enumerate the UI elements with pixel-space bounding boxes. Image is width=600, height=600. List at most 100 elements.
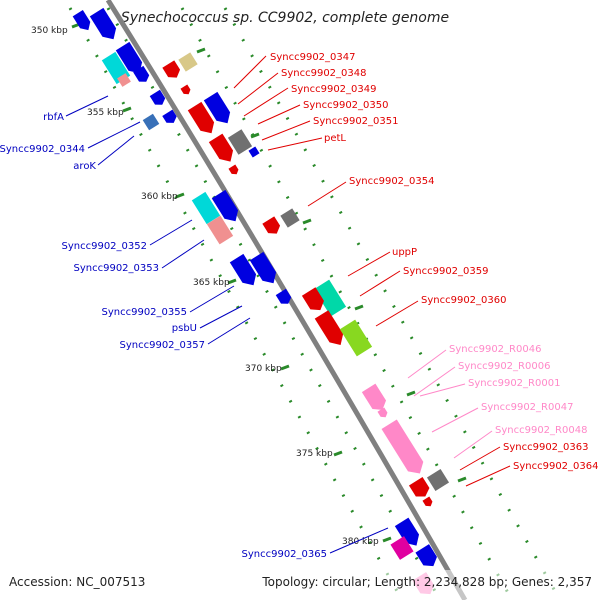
label-aroK[interactable]: aroK — [73, 161, 96, 172]
tick-right-2 — [250, 132, 260, 139]
label-R0048[interactable]: Syncc9902_R0048 — [495, 425, 587, 436]
leader-aroK — [97, 135, 135, 166]
label-psbU[interactable]: psbU — [172, 323, 197, 334]
map-title: Synechococcus sp. CC9902, complete genom… — [121, 10, 449, 26]
tick-375 — [333, 450, 343, 457]
leader-petL — [267, 137, 323, 151]
gene-feature-left-6[interactable] — [133, 65, 151, 85]
gene-feature-petL-b[interactable] — [248, 146, 260, 158]
tick-365 — [227, 278, 237, 285]
label-rbfA[interactable]: rbfA — [43, 112, 64, 123]
gene-feature-uppP[interactable] — [313, 279, 347, 317]
gene-feature-0364b[interactable] — [422, 496, 434, 508]
kbp-label-350: 350 kbp — [31, 26, 68, 36]
label-0365[interactable]: Syncc9902_0365 — [242, 549, 328, 560]
gene-feature-0351[interactable] — [187, 101, 219, 138]
gene-feature-left-3[interactable] — [115, 41, 147, 78]
label-0364[interactable]: Syncc9902_0364 — [513, 461, 599, 472]
gene-feature-0364[interactable] — [426, 468, 450, 492]
gene-feature-rbfA[interactable] — [149, 89, 168, 108]
leader-rbfA — [65, 95, 109, 117]
tick-360 — [175, 192, 185, 199]
guide-track-outer-left — [68, 7, 404, 600]
kbp-label-380: 380 kbp — [342, 537, 379, 547]
gene-feature-0354[interactable] — [262, 216, 282, 237]
label-0344[interactable]: Syncc9902_0344 — [0, 144, 85, 155]
gene-feature-0353[interactable] — [206, 215, 234, 245]
kbp-label-370: 370 kbp — [245, 364, 282, 374]
label-petL[interactable]: petL — [324, 133, 346, 144]
label-0355[interactable]: Syncc9902_0355 — [102, 307, 188, 318]
gene-feature-0365[interactable] — [394, 517, 423, 550]
label-0351[interactable]: Syncc9902_0351 — [313, 116, 399, 127]
label-0363[interactable]: Syncc9902_0363 — [503, 442, 589, 453]
gene-feature-0347[interactable] — [178, 52, 198, 72]
gene-feature-left-2[interactable] — [72, 10, 94, 33]
leader-uppP — [347, 251, 391, 277]
leader-0364 — [465, 465, 511, 487]
leader-R0001 — [419, 383, 466, 397]
gene-feature-R0047[interactable] — [381, 419, 428, 478]
reverse-strand-features — [72, 7, 440, 595]
label-0347[interactable]: Syncc9902_0347 — [270, 52, 356, 63]
gene-feature-0352b[interactable] — [191, 191, 221, 225]
rna-labels: Syncc9902_R0046 Syncc9902_R0006 Syncc990… — [449, 344, 587, 436]
label-R0047[interactable]: Syncc9902_R0047 — [481, 402, 573, 413]
gene-feature-R0006[interactable] — [377, 407, 389, 419]
label-0352[interactable]: Syncc9902_0352 — [62, 241, 148, 252]
gene-feature-small-red[interactable] — [228, 164, 240, 176]
label-0354[interactable]: Syncc9902_0354 — [349, 176, 435, 187]
gene-feature-R0046[interactable] — [361, 383, 389, 415]
leader-0349 — [243, 87, 289, 117]
gene-feature-0348[interactable] — [162, 60, 182, 81]
leader-0354 — [307, 181, 347, 207]
label-0353[interactable]: Syncc9902_0353 — [74, 263, 160, 274]
gene-feature-pink-left[interactable] — [390, 536, 414, 560]
label-R0001[interactable]: Syncc9902_R0001 — [468, 378, 560, 389]
gene-feature-aroK[interactable] — [162, 109, 179, 127]
kbp-label-355: 355 kbp — [87, 108, 124, 118]
tick-right-3 — [302, 218, 312, 225]
label-R0046[interactable]: Syncc9902_R0046 — [449, 344, 541, 355]
tick-370 — [280, 364, 290, 371]
gene-feature-0351b[interactable] — [208, 133, 237, 166]
label-0348[interactable]: Syncc9902_0348 — [281, 68, 367, 79]
tick-right-5 — [406, 390, 416, 397]
gene-feature-0360b[interactable] — [339, 319, 373, 357]
leader-psbU — [199, 305, 243, 329]
tick-355 — [122, 106, 132, 113]
kbp-label-375: 375 kbp — [296, 449, 333, 459]
reverse-labels: rbfA Syncc9902_0344 aroK Syncc9902_0352 … — [0, 112, 327, 560]
gene-feature-psbU[interactable] — [229, 253, 261, 290]
label-0357[interactable]: Syncc9902_0357 — [120, 340, 206, 351]
reverse-leaders — [65, 95, 389, 554]
gene-feature-0360[interactable] — [314, 310, 348, 349]
label-0359[interactable]: Syncc9902_0359 — [403, 266, 489, 277]
gene-feature-0363[interactable] — [408, 476, 432, 501]
gene-feature-left-5[interactable] — [117, 73, 131, 87]
gene-feature-0354b[interactable] — [280, 208, 300, 228]
gene-feature-0344[interactable] — [142, 113, 160, 131]
gene-feature-left-1[interactable] — [89, 7, 121, 44]
gene-feature-0349[interactable] — [180, 84, 192, 96]
gene-feature-0357[interactable] — [275, 288, 294, 307]
label-0350[interactable]: Syncc9902_0350 — [303, 100, 389, 111]
label-uppP[interactable]: uppP — [392, 247, 417, 258]
label-0360[interactable]: Syncc9902_0360 — [421, 295, 507, 306]
tick-380 — [382, 536, 392, 543]
gene-feature-0352[interactable] — [211, 189, 243, 226]
gene-feature-0355[interactable] — [249, 251, 281, 288]
footer-background — [0, 570, 600, 600]
leader-0351 — [261, 120, 311, 141]
gene-feature-0350[interactable] — [203, 91, 235, 128]
gene-feature-petL[interactable] — [227, 129, 253, 155]
leader-0359 — [359, 270, 401, 297]
label-0349[interactable]: Syncc9902_0349 — [291, 84, 377, 95]
leader-0363 — [459, 446, 501, 471]
gene-feature-left-end[interactable] — [415, 544, 440, 570]
label-R0006[interactable]: Syncc9902_R0006 — [458, 361, 550, 372]
gene-feature-0359[interactable] — [301, 287, 327, 314]
forward-leaders — [233, 55, 511, 487]
leader-0348 — [237, 72, 279, 105]
